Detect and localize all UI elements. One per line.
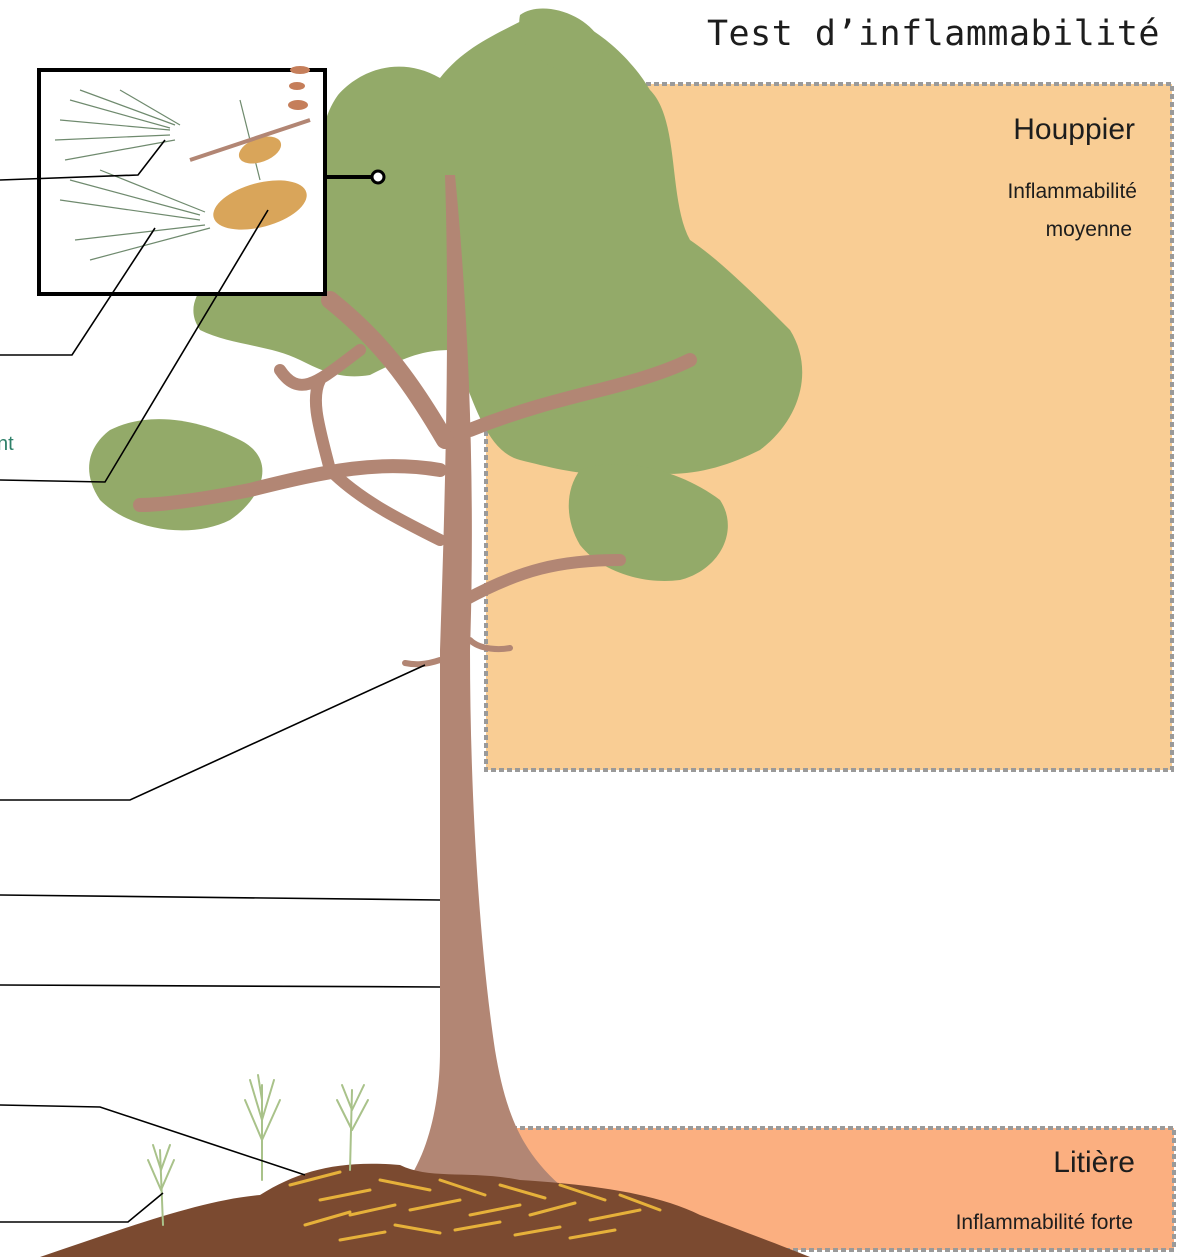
diagram-title: Test d’inflammabilité: [699, 14, 1168, 54]
truncated-label: nt: [0, 433, 14, 456]
litiere-label: Litière: [1053, 1146, 1135, 1180]
houppier-description-line1: Inflammabilité: [1007, 175, 1137, 209]
leader-line-branch-stub: [0, 665, 425, 800]
leader-line-litter: [0, 1105, 305, 1175]
leader-line-trunk-upper: [0, 895, 440, 900]
litiere-description: Inflammabilité forte: [956, 1206, 1133, 1240]
houppier-label: Houppier: [1013, 113, 1135, 147]
houppier-description-line2: moyenne: [1046, 213, 1132, 247]
connector-endpoint: [372, 171, 384, 183]
leader-line-seedling: [0, 1193, 163, 1222]
leader-line-trunk-lower: [0, 985, 440, 987]
